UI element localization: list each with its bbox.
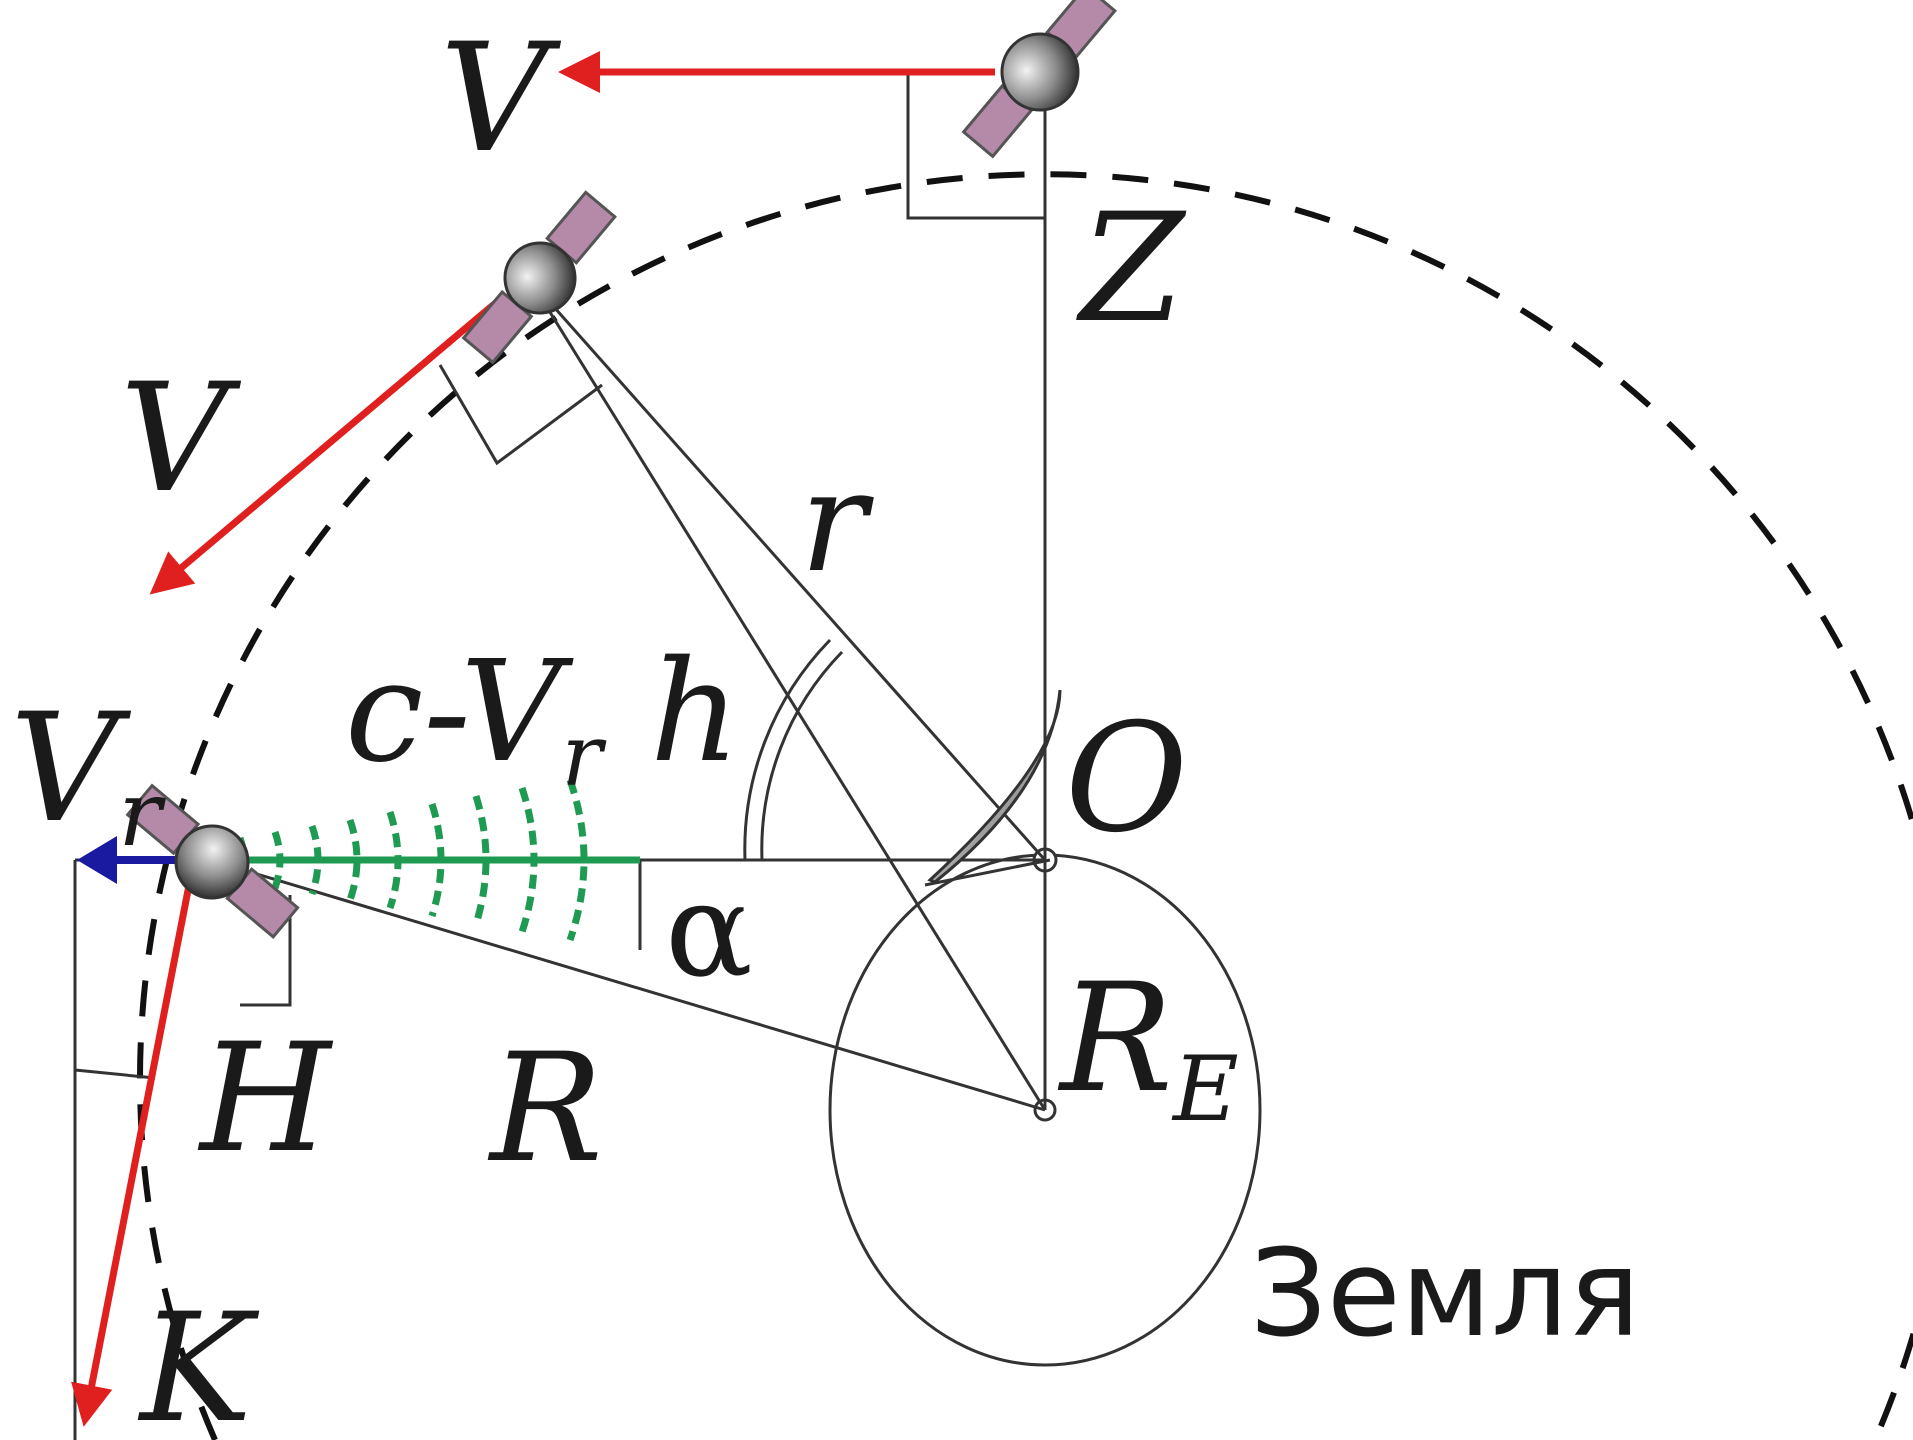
signal-waves xyxy=(220,778,640,942)
antenna-dish-icon xyxy=(924,689,1062,887)
satellite-icon xyxy=(461,190,617,365)
elevation-arc-inner xyxy=(760,650,844,861)
label-earth: Земля xyxy=(1250,1225,1640,1364)
label-z: Z xyxy=(1076,182,1187,356)
label-v-mid: V xyxy=(120,352,242,526)
label-o: O xyxy=(1065,692,1188,866)
label-k: K xyxy=(137,1282,260,1440)
velocity-arrow-mid xyxy=(149,292,508,595)
label-v-r: Vr xyxy=(10,682,166,867)
tick-left xyxy=(74,1068,156,1080)
label-r-cap: R xyxy=(487,1022,603,1196)
label-r-small: r xyxy=(800,441,874,604)
line-r xyxy=(528,279,1047,861)
label-h-cap: H xyxy=(197,1012,334,1186)
satellite-icon xyxy=(961,0,1117,159)
label-r-e: RE xyxy=(1057,952,1239,1142)
label-c-minus-vr: c-Vr xyxy=(345,631,607,806)
velocity-arrow-low xyxy=(71,879,194,1427)
orbit-dashed-circle xyxy=(137,171,1913,1440)
right-angle-H xyxy=(240,895,292,1007)
label-h-small: h xyxy=(650,631,740,794)
satellite-icon xyxy=(125,783,300,939)
right-angle-mid xyxy=(438,364,603,466)
elevation-arc xyxy=(743,638,832,861)
label-alpha: α xyxy=(665,854,753,1006)
label-v-top: V xyxy=(440,12,562,186)
line-R xyxy=(209,858,1046,1112)
right-angle-top xyxy=(906,75,1045,220)
